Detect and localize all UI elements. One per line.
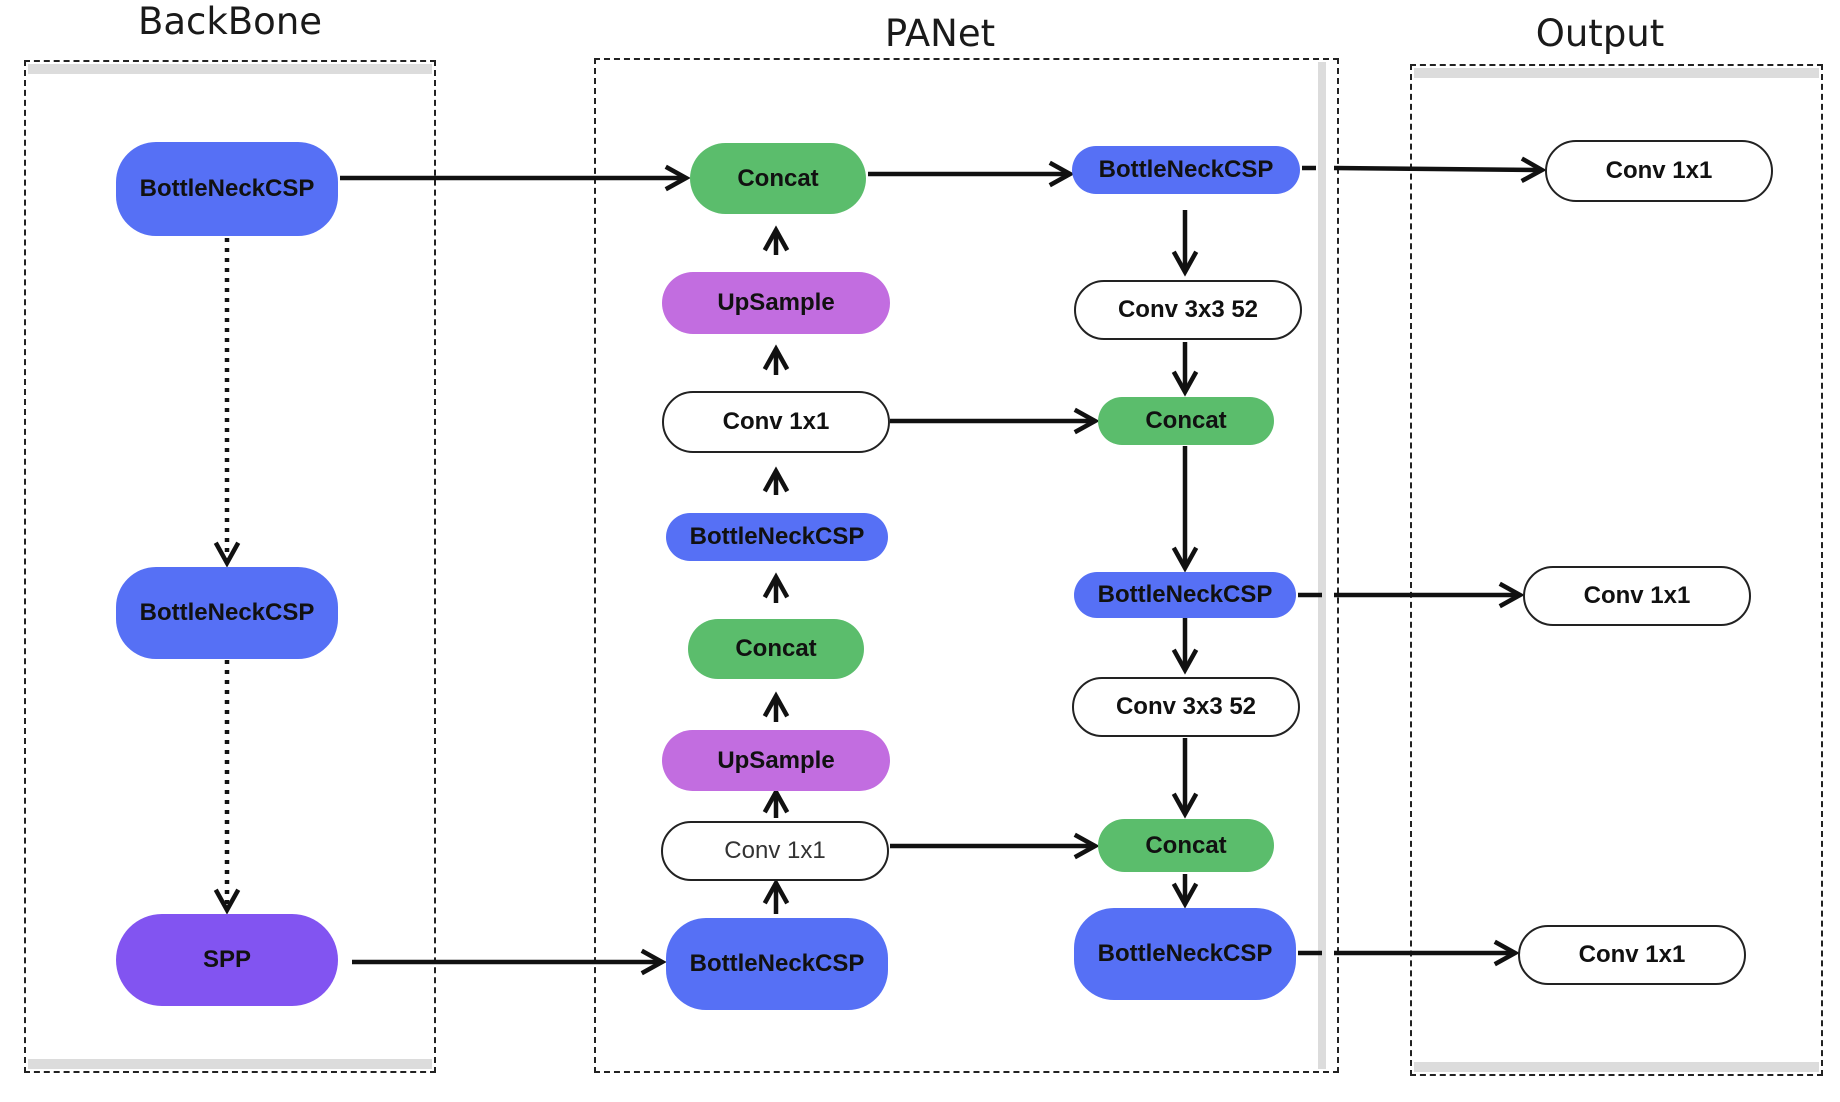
output-conv1x1-1: Conv 1x1 — [1545, 140, 1773, 202]
panet-group — [594, 58, 1339, 1073]
panet-right-conv3x3-1: Conv 3x3 52 — [1074, 280, 1302, 340]
panet-conv1x1-upper: Conv 1x1 — [662, 391, 890, 453]
panet-right-concat-2: Concat — [1098, 819, 1274, 872]
panet-right-concat-1: Concat — [1098, 397, 1274, 445]
output-conv1x1-3: Conv 1x1 — [1518, 925, 1746, 985]
output-title: Output — [1535, 12, 1665, 55]
backbone-group-shade-top — [28, 64, 432, 74]
panet-upsample-bottom: UpSample — [662, 730, 890, 791]
backbone-group-shade-bottom — [28, 1059, 432, 1069]
edge-right-bottleneck-1-to-out-1 — [1333, 168, 1542, 170]
output-conv1x1-2: Conv 1x1 — [1523, 566, 1751, 626]
backbone-bottleneckcsp-2: BottleNeckCSP — [116, 567, 338, 659]
output-group-shade-bottom — [1414, 1062, 1819, 1072]
panet-right-bottleneckcsp-1: BottleNeckCSP — [1072, 146, 1300, 194]
panet-group-shade-right — [1318, 62, 1326, 1069]
panet-right-conv3x3-2: Conv 3x3 52 — [1072, 677, 1300, 737]
panet-right-bottleneckcsp-3: BottleNeckCSP — [1074, 908, 1296, 1000]
panet-upsample-top: UpSample — [662, 272, 890, 334]
backbone-title: BackBone — [137, 0, 323, 43]
backbone-group — [24, 60, 436, 1073]
panet-conv1x1-lower: Conv 1x1 — [661, 821, 889, 881]
panet-concat-mid: Concat — [688, 619, 864, 679]
output-group-shade-top — [1414, 68, 1819, 78]
panet-title: PANet — [884, 12, 996, 55]
panet-bottleneckcsp-mid: BottleNeckCSP — [666, 513, 888, 561]
output-group — [1410, 64, 1823, 1076]
panet-right-bottleneckcsp-2: BottleNeckCSP — [1074, 572, 1296, 618]
panet-concat-top: Concat — [690, 143, 866, 214]
backbone-spp: SPP — [116, 914, 338, 1006]
backbone-bottleneckcsp-1: BottleNeckCSP — [116, 142, 338, 236]
panet-bottleneckcsp-bottom: BottleNeckCSP — [666, 918, 888, 1010]
